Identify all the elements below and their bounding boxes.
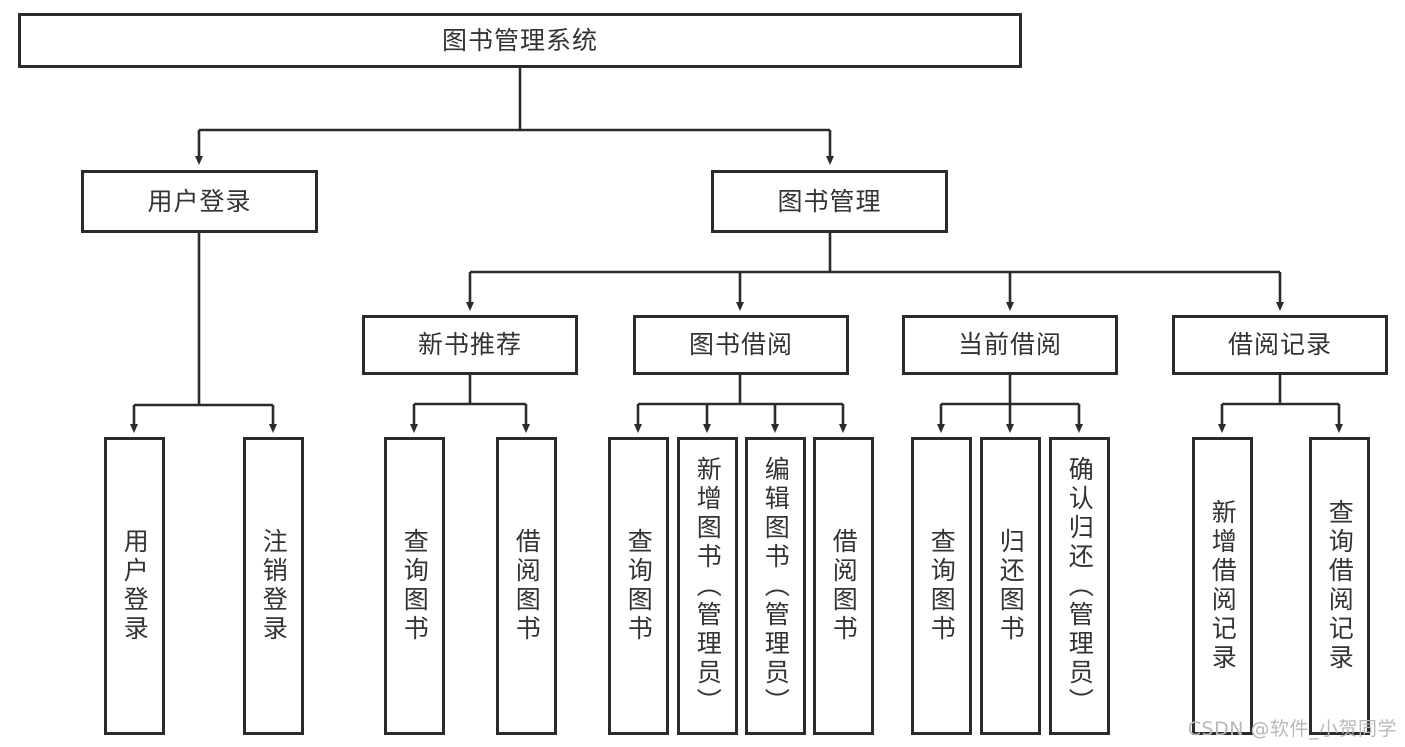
node-label: 用户登录 <box>147 186 252 216</box>
node-label: 查询图书 <box>927 528 957 644</box>
node-leaf-add-borrow-record[interactable]: 新增借阅记录 <box>1192 437 1253 735</box>
node-new-book-recommend[interactable]: 新书推荐 <box>362 315 578 375</box>
node-leaf-add-book[interactable]: 新增图书（管理员） <box>677 437 738 735</box>
node-leaf-confirm-return[interactable]: 确认归还（管理员） <box>1049 437 1110 735</box>
node-label: 确认归还（管理员） <box>1065 455 1095 717</box>
node-user-login[interactable]: 用户登录 <box>81 170 318 233</box>
node-label: 当前借阅 <box>957 330 1062 360</box>
node-label: 图书借阅 <box>688 330 793 360</box>
csdn-watermark: CSDN @软件_小贺同学 <box>1187 718 1397 740</box>
node-label: 编辑图书（管理员） <box>761 455 791 717</box>
node-leaf-query-borrow-record[interactable]: 查询借阅记录 <box>1309 437 1370 735</box>
node-label: 图书管理系统 <box>441 25 598 55</box>
node-borrow-record[interactable]: 借阅记录 <box>1172 315 1388 375</box>
node-book-borrow[interactable]: 图书借阅 <box>633 315 849 375</box>
node-label: 归还图书 <box>996 528 1026 644</box>
node-label: 用户登录 <box>120 528 150 644</box>
node-label: 注销登录 <box>259 528 289 644</box>
node-leaf-return-book[interactable]: 归还图书 <box>980 437 1041 735</box>
node-leaf-query-book-current[interactable]: 查询图书 <box>911 437 972 735</box>
node-label: 借阅图书 <box>829 528 859 644</box>
node-leaf-borrow-book[interactable]: 借阅图书 <box>813 437 874 735</box>
node-label: 借阅记录 <box>1227 330 1332 360</box>
node-book-management-system[interactable]: 图书管理系统 <box>18 13 1022 68</box>
node-leaf-borrow-book-recommend[interactable]: 借阅图书 <box>496 437 557 735</box>
node-label: 借阅图书 <box>512 528 542 644</box>
node-label: 查询图书 <box>624 528 654 644</box>
node-label: 新增借阅记录 <box>1208 499 1238 673</box>
node-label: 查询图书 <box>400 528 430 644</box>
node-book-management[interactable]: 图书管理 <box>711 170 948 233</box>
node-leaf-logout-login[interactable]: 注销登录 <box>243 437 304 735</box>
node-leaf-query-book-recommend[interactable]: 查询图书 <box>384 437 445 735</box>
node-label: 新书推荐 <box>417 330 522 360</box>
node-leaf-edit-book[interactable]: 编辑图书（管理员） <box>745 437 806 735</box>
node-current-borrow[interactable]: 当前借阅 <box>902 315 1118 375</box>
node-label: 新增图书（管理员） <box>693 455 723 717</box>
node-label: 图书管理 <box>777 186 882 216</box>
node-label: 查询借阅记录 <box>1325 499 1355 673</box>
node-leaf-query-book-borrow[interactable]: 查询图书 <box>608 437 669 735</box>
node-leaf-user-login[interactable]: 用户登录 <box>104 437 165 735</box>
